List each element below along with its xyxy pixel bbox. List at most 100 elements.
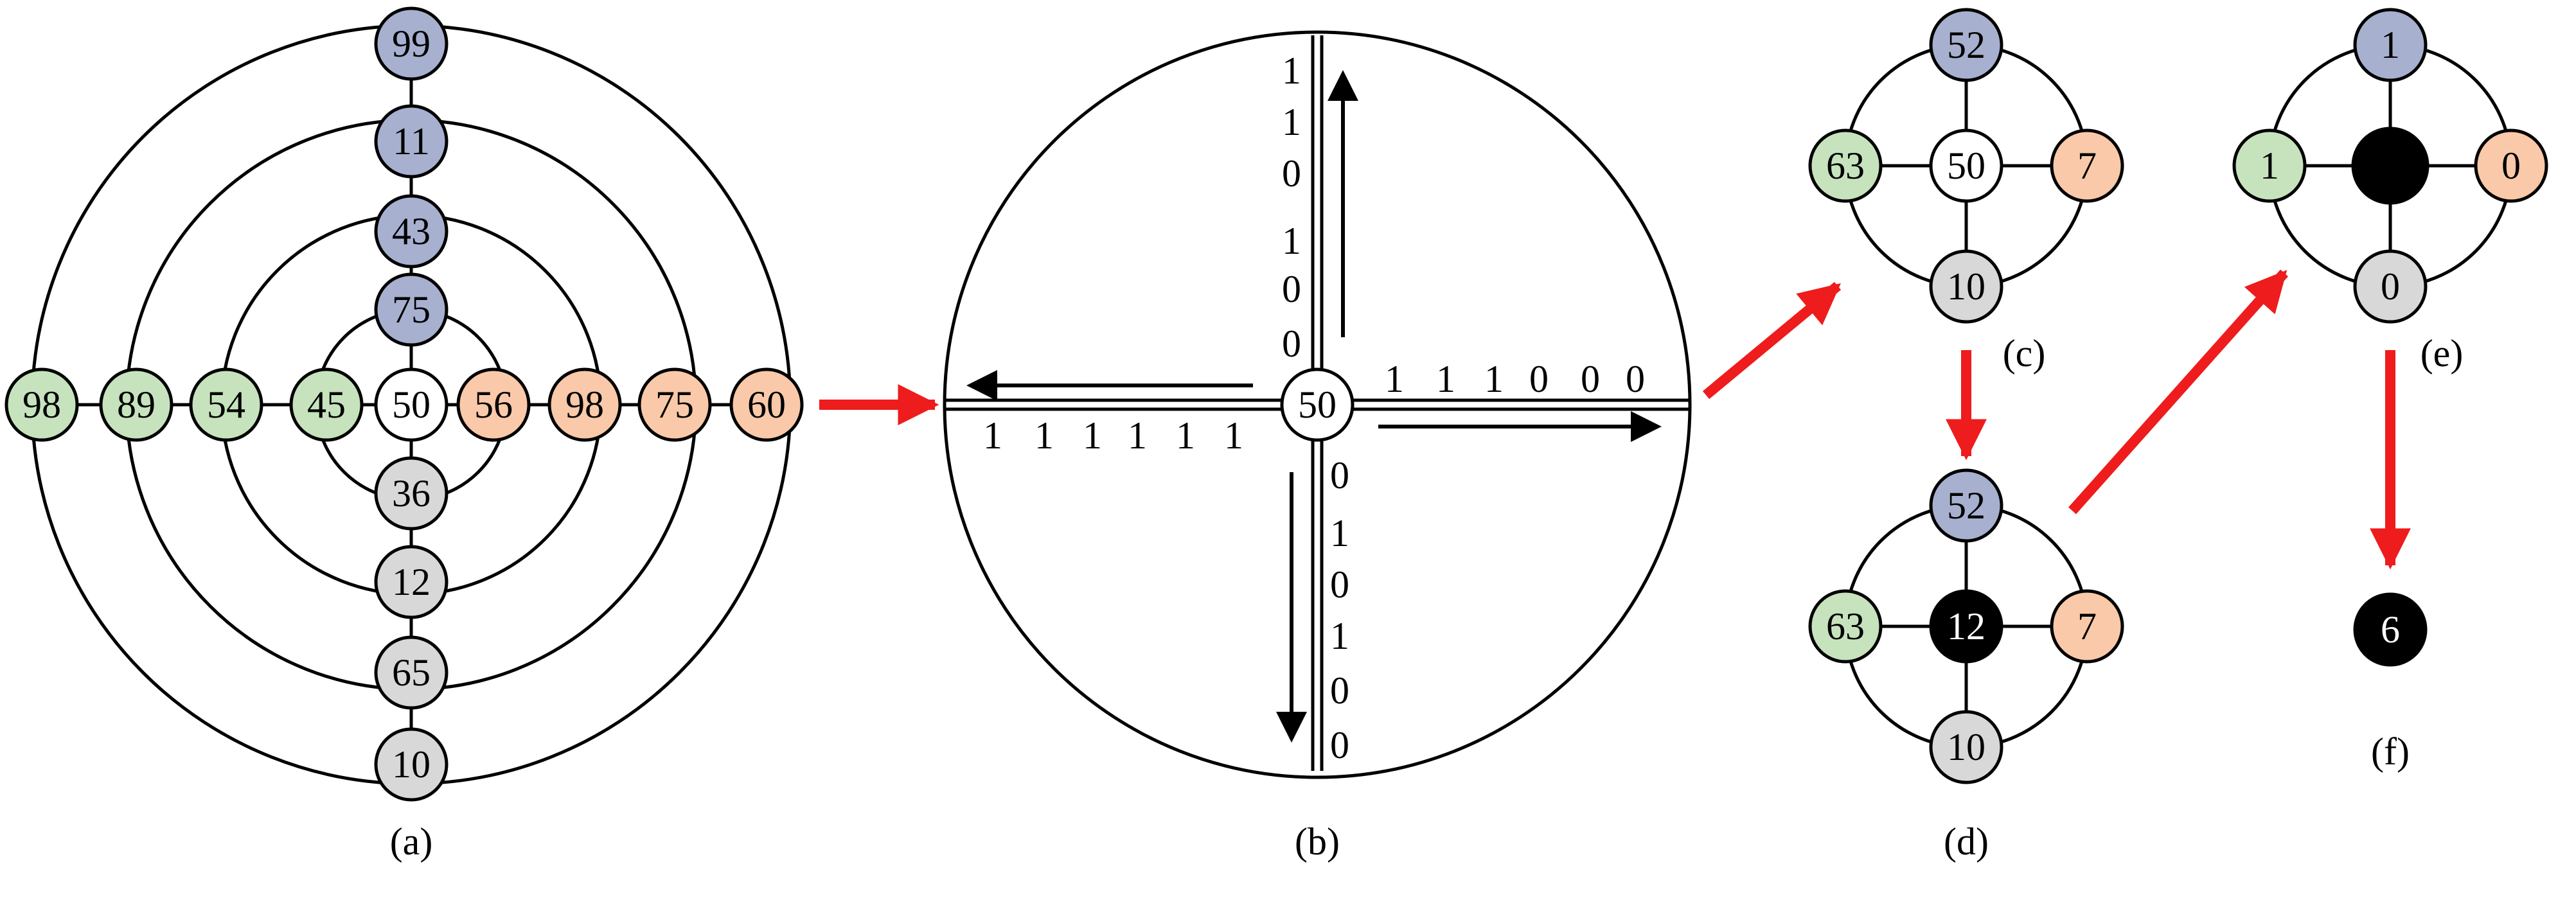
- left-bit-4: 1: [1128, 414, 1147, 457]
- center-node-b-label: 50: [1298, 384, 1337, 426]
- left-bit-2: 1: [1035, 414, 1054, 457]
- panel-d-node-bottom: [1929, 710, 2003, 784]
- node-top-4: [374, 6, 449, 81]
- panel-f-result-node: [2353, 592, 2428, 667]
- panel-e: [2232, 8, 2548, 324]
- node-left-2-label: 54: [207, 384, 245, 426]
- outer-circle: [943, 30, 1692, 779]
- panel-e-node-top: [2353, 8, 2428, 82]
- left-bit-6: 1: [1224, 414, 1243, 457]
- panel-d-node-right: [2050, 589, 2124, 664]
- node-left-4: [4, 367, 79, 442]
- up-bit-6: 0: [1282, 322, 1301, 365]
- panel-d-labels: 12 52 7 10 63: [1826, 484, 2097, 768]
- node-bottom-3: [374, 635, 449, 710]
- panel-a-labels: 50 75 43 11 99 56 98 75 60 36 12 65 10 4…: [22, 22, 786, 786]
- up-bit-5: 0: [1282, 268, 1301, 310]
- panel-d-right-label: 7: [2077, 605, 2097, 648]
- node-left-3: [99, 367, 173, 442]
- panel-c-node-left: [1808, 128, 1883, 203]
- panel-d-center-label: 12: [1947, 605, 1985, 648]
- panel-d-left-label: 63: [1826, 605, 1865, 648]
- caption-b: (b): [1295, 820, 1340, 863]
- panel-d-top-label: 52: [1947, 484, 1985, 527]
- right-bit-1: 1: [1385, 358, 1404, 400]
- node-left-3-label: 89: [117, 384, 155, 426]
- panel-e-bottom-label: 0: [2381, 265, 2400, 308]
- right-bit-5: 0: [1581, 358, 1600, 400]
- node-center-label: 50: [392, 384, 431, 426]
- panel-c: [1808, 8, 2124, 324]
- panel-e-node-right: [2474, 128, 2548, 203]
- panel-d-node-center: [1929, 589, 2003, 664]
- up-bit-1: 1: [1282, 49, 1301, 92]
- right-bit-3: 1: [1484, 358, 1504, 400]
- panel-d-bottom-label: 10: [1947, 726, 1985, 768]
- node-right-1-label: 56: [474, 384, 513, 426]
- panel-c-right-label: 7: [2077, 145, 2097, 187]
- panel-e-node-center: [2351, 127, 2429, 205]
- caption-a: (a): [390, 820, 433, 863]
- center-node-b: [1280, 367, 1355, 442]
- panel-e-right-label: 0: [2501, 145, 2521, 187]
- panel-d: [1808, 468, 2124, 784]
- node-top-2: [374, 194, 449, 269]
- panel-c-labels: 50 52 7 10 63: [1826, 24, 2097, 308]
- panel-b-arrows: [966, 70, 1662, 743]
- caption-f: (f): [2371, 730, 2410, 773]
- up-bit-4: 1: [1282, 220, 1301, 262]
- node-top-1-label: 75: [392, 288, 431, 331]
- node-right-1: [456, 367, 531, 442]
- node-right-3-label: 75: [655, 384, 694, 426]
- panel-a-nodes: [4, 6, 804, 802]
- node-bottom-2-label: 12: [392, 561, 431, 603]
- node-left-1-label: 45: [307, 384, 346, 426]
- panel-d-node-top: [1929, 468, 2003, 543]
- up-bit-3: 0: [1282, 152, 1301, 195]
- node-left-4-label: 98: [22, 384, 61, 426]
- up-bit-2: 1: [1282, 101, 1301, 143]
- node-right-4-label: 60: [747, 384, 786, 426]
- left-bit-3: 1: [1083, 414, 1102, 457]
- panel-f-result-label: 6: [2381, 608, 2400, 651]
- right-bit-6: 0: [1626, 358, 1645, 400]
- node-center: [374, 367, 449, 442]
- node-top-3: [374, 104, 449, 179]
- panel-d-node-left: [1808, 589, 1883, 664]
- panel-c-node-center: [1929, 128, 2003, 203]
- right-bit-2: 1: [1436, 358, 1455, 400]
- left-bit-5: 1: [1176, 414, 1195, 457]
- panel-c-node-right: [2050, 128, 2124, 203]
- node-top-2-label: 43: [392, 210, 431, 252]
- panel-c-node-bottom: [1929, 249, 2003, 324]
- node-top-4-label: 99: [392, 22, 431, 65]
- node-right-2: [547, 367, 622, 442]
- node-bottom-1: [374, 456, 449, 531]
- caption-c: (c): [2003, 332, 2046, 375]
- down-bit-3: 0: [1330, 563, 1349, 606]
- node-bottom-4: [374, 727, 449, 802]
- node-left-2: [189, 367, 263, 442]
- panel-e-labels: 1 0 0 1: [2260, 24, 2521, 308]
- down-bit-2: 1: [1330, 512, 1349, 554]
- down-bit-6: 0: [1330, 724, 1349, 766]
- panel-c-center-label: 50: [1947, 145, 1985, 187]
- node-left-1: [289, 367, 364, 442]
- down-bit-5: 0: [1330, 669, 1349, 712]
- node-bottom-1-label: 36: [392, 472, 431, 515]
- down-bit-4: 1: [1330, 615, 1349, 657]
- node-bottom-4-label: 10: [392, 743, 431, 786]
- node-bottom-3-label: 65: [392, 651, 431, 694]
- red-arrow-d-to-e: [2068, 269, 2288, 515]
- down-bit-1: 0: [1330, 454, 1349, 497]
- panel-c-bottom-label: 10: [1947, 265, 1985, 308]
- caption-e: (e): [2421, 332, 2464, 375]
- red-arrow-b-to-c: [1702, 281, 1842, 400]
- right-bit-4: 0: [1529, 358, 1549, 400]
- panel-e-left-label: 1: [2260, 145, 2279, 187]
- panel-e-node-bottom: [2353, 249, 2428, 324]
- node-right-2-label: 98: [565, 384, 604, 426]
- panel-c-left-label: 63: [1826, 145, 1865, 187]
- panel-b-bits: 1 1 0 1 0 0 1 1 1 0 0 0 0 1 0 1 0 0 1 1 …: [983, 49, 1645, 766]
